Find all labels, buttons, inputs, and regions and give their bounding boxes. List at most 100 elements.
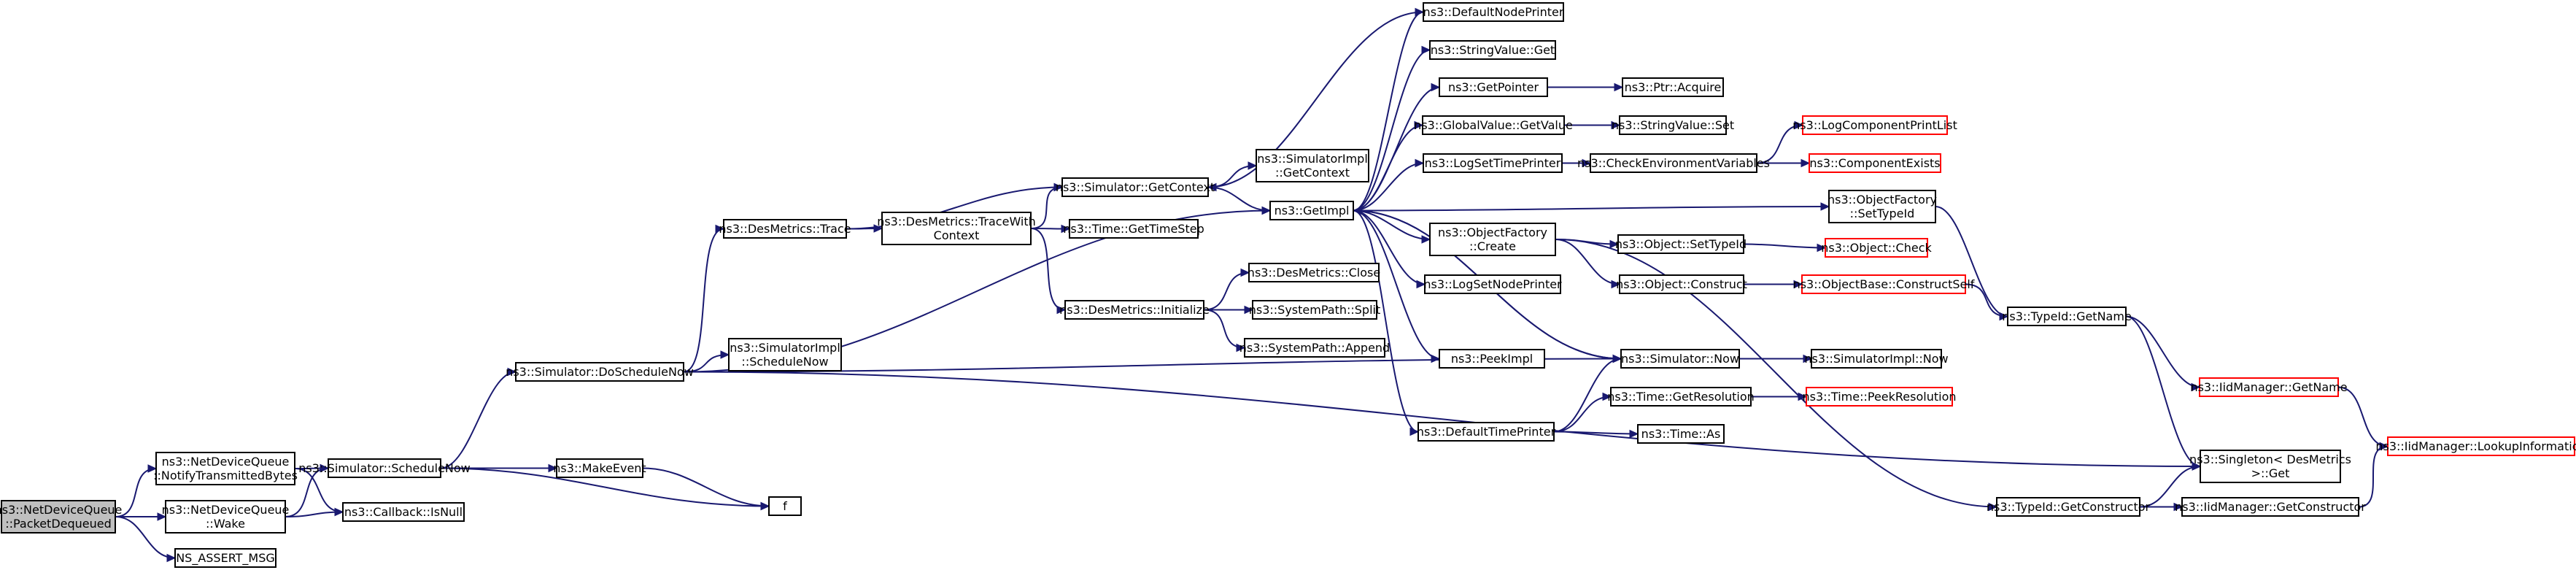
node-iidlookup[interactable]: ns3::IidManager::LookupInformation: [2375, 436, 2576, 456]
node-box[interactable]: [1590, 153, 1757, 173]
node-box[interactable]: [1069, 219, 1199, 239]
node-box[interactable]: [881, 212, 1032, 245]
node-box[interactable]: [2181, 497, 2359, 517]
node-logsettime[interactable]: ns3::LogSetTimePrinter: [1423, 153, 1563, 173]
node-box[interactable]: [1429, 223, 1556, 256]
node-spappend[interactable]: ns3::SystemPath::Append: [1239, 338, 1390, 358]
node-box[interactable]: [1828, 190, 1936, 223]
node-obconstructself[interactable]: ns3::ObjectBase::ConstructSelf: [1793, 274, 1975, 294]
node-checkenv[interactable]: ns3::CheckEnvironmentVariables: [1577, 153, 1770, 173]
node-box[interactable]: [1244, 338, 1385, 358]
node-getptr[interactable]: ns3::GetPointer: [1439, 77, 1548, 97]
node-box[interactable]: [2007, 307, 2127, 326]
node-box[interactable]: [1809, 153, 1941, 173]
node-box[interactable]: [1417, 422, 1555, 442]
node-box[interactable]: [1801, 274, 1966, 294]
node-timeas[interactable]: ns3::Time::As: [1637, 424, 1725, 444]
node-box[interactable]: [1439, 349, 1545, 369]
node-isnull[interactable]: ns3::Callback::IsNull: [342, 502, 465, 522]
node-svset[interactable]: ns3::StringValue::Set: [1612, 115, 1734, 135]
node-logcomplist[interactable]: ns3::LogComponentPrintList: [1792, 115, 1957, 135]
node-simnow[interactable]: ns3::Simulator::Now: [1620, 349, 1740, 369]
node-getres[interactable]: ns3::Time::GetResolution: [1607, 387, 1755, 407]
node-box[interactable]: [1424, 274, 1561, 294]
node-singleton[interactable]: ns3::Singleton< DesMetrics >::Get: [2189, 450, 2351, 483]
node-box[interactable]: [1, 500, 116, 534]
node-box[interactable]: [556, 458, 643, 478]
node-iidgetname[interactable]: ns3::IidManager::GetName: [2190, 377, 2348, 397]
node-box[interactable]: [165, 500, 286, 534]
node-box[interactable]: [1423, 2, 1564, 22]
node-box[interactable]: [1423, 153, 1563, 173]
node-box[interactable]: [1619, 115, 1727, 135]
node-box[interactable]: [1064, 300, 1204, 320]
node-box[interactable]: [1422, 115, 1565, 135]
node-timestep[interactable]: ns3::Time::GetTimeStep: [1063, 219, 1204, 239]
node-box[interactable]: [2200, 450, 2341, 483]
node-box[interactable]: [1610, 387, 1752, 407]
node-gvget[interactable]: ns3::GlobalValue::GetValue: [1414, 115, 1573, 135]
node-box[interactable]: [1806, 387, 1953, 407]
node-doschednow[interactable]: ns3::Simulator::DoScheduleNow: [506, 362, 694, 382]
node-dminit[interactable]: ns3::DesMetrics::Initialize: [1059, 300, 1210, 320]
node-box[interactable]: [1252, 300, 1377, 320]
node-notify[interactable]: ns3::NetDeviceQueue::NotifyTransmittedBy…: [153, 452, 298, 485]
node-box[interactable]: [1248, 263, 1380, 282]
node-getcontext[interactable]: ns3::Simulator::GetContext: [1056, 177, 1215, 197]
node-box[interactable]: [2199, 377, 2339, 397]
node-ofsettid[interactable]: ns3::ObjectFactory::SetTypeId: [1827, 190, 1937, 223]
node-getimpl[interactable]: ns3::GetImpl: [1269, 201, 1354, 220]
node-objsettid[interactable]: ns3::Object::SetTypeId: [1615, 234, 1747, 254]
node-defnode[interactable]: ns3::DefaultNodePrinter: [1423, 2, 1564, 22]
node-makeevent[interactable]: ns3::MakeEvent: [553, 458, 646, 478]
node-box[interactable]: [1996, 497, 2140, 517]
node-schednow[interactable]: ns3::Simulator::ScheduleNow: [298, 458, 471, 478]
node-box[interactable]: [342, 502, 465, 522]
node-tidgetctor[interactable]: ns3::TypeId::GetConstructor: [1987, 497, 2151, 517]
node-box[interactable]: [155, 452, 295, 485]
node-box[interactable]: [1429, 40, 1556, 60]
node-box[interactable]: [723, 219, 847, 239]
node-siimplctx[interactable]: ns3::SimulatorImpl::GetContext: [1256, 149, 1369, 182]
node-box[interactable]: [1637, 424, 1725, 444]
node-siimplnow[interactable]: ns3::SimulatorImpl::Now: [1804, 349, 1949, 369]
node-root[interactable]: ns3::NetDeviceQueue::PacketDequeued: [0, 500, 122, 534]
node-box[interactable]: [1825, 238, 1928, 258]
node-objcheck[interactable]: ns3::Object::Check: [1821, 238, 1933, 258]
node-peekimpl[interactable]: ns3::PeekImpl: [1439, 349, 1545, 369]
node-box[interactable]: [1061, 177, 1209, 197]
node-box[interactable]: [1617, 234, 1744, 254]
node-iidgetctor[interactable]: ns3::IidManager::GetConstructor: [2175, 497, 2366, 517]
node-dmclose[interactable]: ns3::DesMetrics::Close: [1248, 263, 1380, 282]
node-tidgetname[interactable]: ns3::TypeId::GetName: [2002, 307, 2132, 326]
node-box[interactable]: [728, 338, 842, 371]
node-box[interactable]: [2387, 436, 2575, 456]
node-objconstruct[interactable]: ns3::Object::Construct: [1616, 274, 1747, 294]
node-wake[interactable]: ns3::NetDeviceQueue::Wake: [162, 500, 290, 534]
node-f[interactable]: f: [768, 496, 802, 516]
node-compexists[interactable]: ns3::ComponentExists: [1809, 153, 1941, 173]
node-peekres[interactable]: ns3::Time::PeekResolution: [1802, 387, 1957, 407]
node-ofcreate[interactable]: ns3::ObjectFactory::Create: [1429, 223, 1556, 256]
node-box[interactable]: [1811, 349, 1942, 369]
node-logsetnode[interactable]: ns3::LogSetNodePrinter: [1423, 274, 1562, 294]
node-spsplit[interactable]: ns3::SystemPath::Split: [1249, 300, 1381, 320]
node-svget[interactable]: ns3::StringValue::Get: [1429, 40, 1556, 60]
node-box[interactable]: [1269, 201, 1354, 220]
node-dmtrace[interactable]: ns3::DesMetrics::Trace: [719, 219, 851, 239]
node-deftime[interactable]: ns3::DefaultTimePrinter: [1417, 422, 1556, 442]
node-box[interactable]: [174, 548, 276, 568]
node-box[interactable]: [1439, 77, 1548, 97]
node-box[interactable]: [1256, 149, 1369, 182]
node-assert[interactable]: NS_ASSERT_MSG: [174, 548, 276, 568]
node-siimplsched[interactable]: ns3::SimulatorImpl::ScheduleNow: [728, 338, 842, 371]
node-box[interactable]: [1622, 77, 1724, 97]
node-box[interactable]: [1802, 115, 1948, 135]
node-box[interactable]: [1619, 274, 1744, 294]
node-box[interactable]: [328, 458, 441, 478]
node-box[interactable]: [515, 362, 684, 382]
node-box[interactable]: [768, 496, 802, 516]
node-box[interactable]: [1620, 349, 1740, 369]
node-ptracquire[interactable]: ns3::Ptr::Acquire: [1622, 77, 1724, 97]
